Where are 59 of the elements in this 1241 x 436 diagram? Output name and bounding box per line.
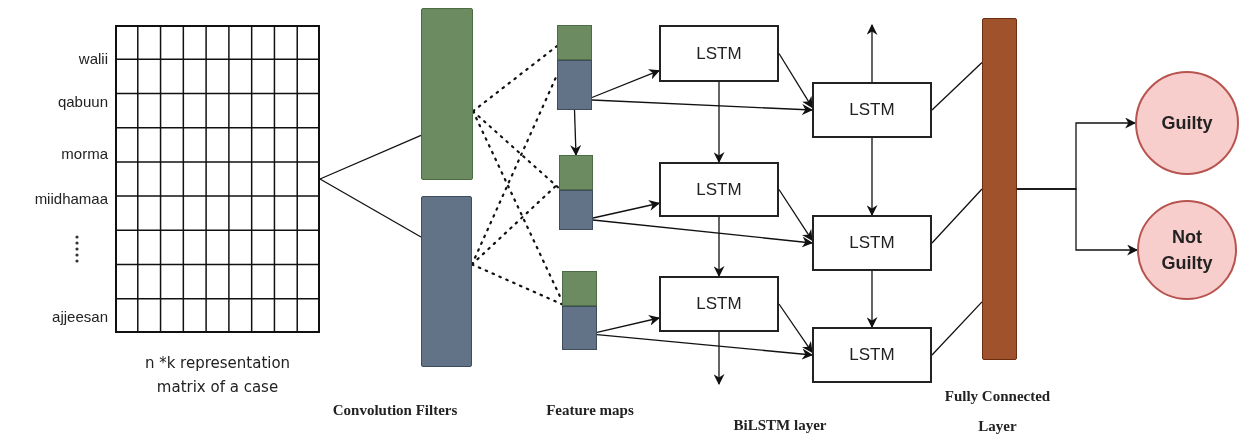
layer-label: Fully Connected Layer <box>943 387 1052 436</box>
arrow <box>778 303 813 354</box>
arrow <box>592 219 814 248</box>
feature-block <box>557 25 592 60</box>
arrow <box>866 137 878 217</box>
lstm-box <box>812 82 932 138</box>
lstm-box <box>812 215 932 271</box>
connector-line <box>931 188 983 244</box>
row-label: miidhamaa <box>33 189 108 209</box>
lstm-label: LSTM <box>849 232 895 255</box>
dotted-connector <box>470 263 564 306</box>
arrow <box>713 216 725 278</box>
feature-block <box>559 155 593 190</box>
row-label: qabuun <box>56 92 108 112</box>
lstm-box <box>659 25 779 82</box>
lstm-label: LSTM <box>696 178 742 201</box>
feature-block <box>559 190 593 230</box>
arrow <box>778 52 813 109</box>
arrow <box>592 200 661 219</box>
lstm-label: LSTM <box>849 344 895 367</box>
row-label: morma <box>60 144 108 164</box>
connector-line <box>931 61 983 111</box>
feature-block <box>562 306 597 350</box>
connector-line <box>319 134 422 180</box>
arrow <box>866 23 878 83</box>
arrow <box>591 99 814 116</box>
arrow <box>596 314 661 334</box>
arrow <box>713 81 725 164</box>
arrow <box>778 188 813 242</box>
lstm-label: LSTM <box>849 99 895 122</box>
arrow <box>713 331 725 386</box>
lstm-box <box>659 276 779 332</box>
lstm-box <box>659 162 779 217</box>
feature-block <box>421 8 473 180</box>
matrix-caption: n *k representation matrix of a case <box>143 353 292 398</box>
connector-line <box>931 301 983 356</box>
feature-block <box>562 271 597 306</box>
layer-label: Convolution Filters <box>331 401 459 420</box>
lstm-label: LSTM <box>696 42 742 65</box>
feature-block <box>421 196 472 367</box>
output-label: Guilty <box>1160 112 1214 135</box>
arrow <box>570 109 582 157</box>
connector-line <box>319 178 422 238</box>
row-label: walii <box>77 49 108 69</box>
lstm-box <box>812 327 932 383</box>
matrix-grid <box>115 25 320 333</box>
dotted-connector <box>471 44 559 113</box>
fully-connected-bar <box>982 18 1017 360</box>
output-label: Not Guilty <box>1160 226 1214 275</box>
row-label: ajjeesan <box>51 307 108 327</box>
layer-label: BiLSTM layer <box>732 416 828 435</box>
layer-label: Feature maps <box>545 401 635 420</box>
feature-block <box>557 60 592 110</box>
dotted-connector <box>471 110 561 190</box>
arrow <box>591 69 660 99</box>
arrow <box>596 333 814 360</box>
arrow <box>1016 188 1139 256</box>
arrow <box>866 270 878 329</box>
lstm-label: LSTM <box>696 293 742 316</box>
